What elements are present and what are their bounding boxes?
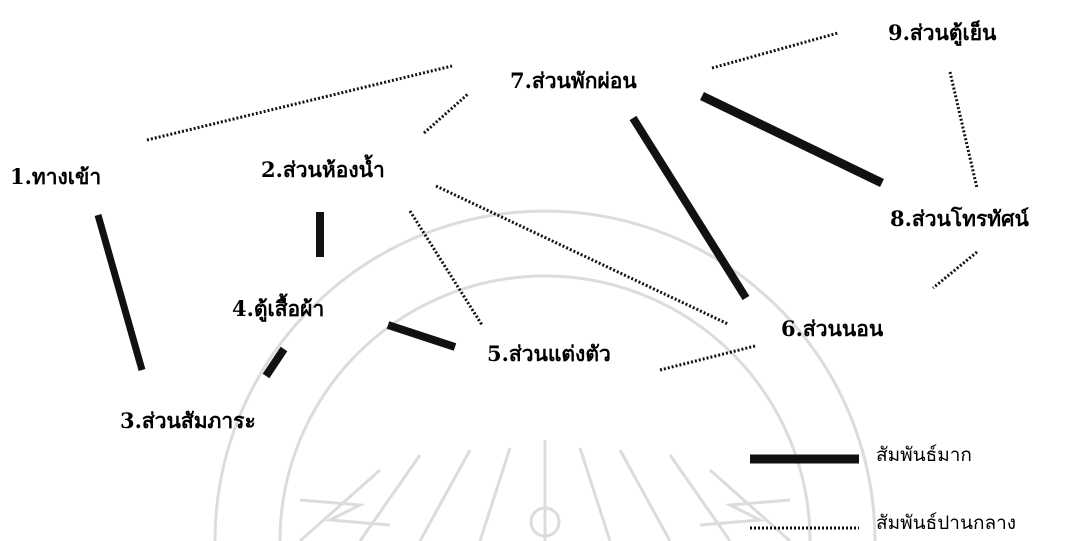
link-strong-entry-storage: [94, 214, 146, 371]
link-medium-tv-sleep: [932, 250, 978, 290]
node-fridge: 9.ส่วนตู้เย็น: [888, 20, 997, 45]
link-medium-bathroom-dressing: [408, 210, 484, 326]
link-medium-fridge-tv: [948, 71, 979, 189]
link-medium-rest-fridge: [711, 31, 839, 70]
link-medium-dressing-sleep: [659, 344, 756, 372]
node-tv: 8.ส่วนโทรทัศน์: [890, 206, 1029, 231]
node-resting: 7.ส่วนพักผ่อน: [510, 68, 637, 93]
node-storage: 3.ส่วนสัมภาระ: [120, 408, 256, 433]
link-strong-wardrobe-dressing: [386, 321, 457, 351]
node-entrance: 1.ทางเข้า: [10, 164, 102, 189]
link-medium-entry-rest: [146, 64, 453, 142]
node-wardrobe: 4.ตู้เสื้อผ้า: [232, 296, 325, 321]
legend-strong-label: สัมพันธ์มาก: [876, 444, 972, 466]
node-sleeping: 6.ส่วนนอน: [781, 316, 884, 341]
link-medium-bathroom-sleep: [435, 184, 729, 326]
node-dressing: 5.ส่วนแต่งตัว: [487, 341, 611, 366]
link-strong-rest-tv: [700, 91, 884, 188]
link-strong-wardrobe-storage: [262, 346, 288, 379]
link-medium-bathroom-rest: [423, 92, 469, 135]
node-bathroom: 2.ส่วนห้องน้ำ: [261, 157, 385, 182]
link-strong-rest-sleep: [629, 115, 750, 301]
legend-medium-label: สัมพันธ์ปานกลาง: [876, 512, 1017, 534]
